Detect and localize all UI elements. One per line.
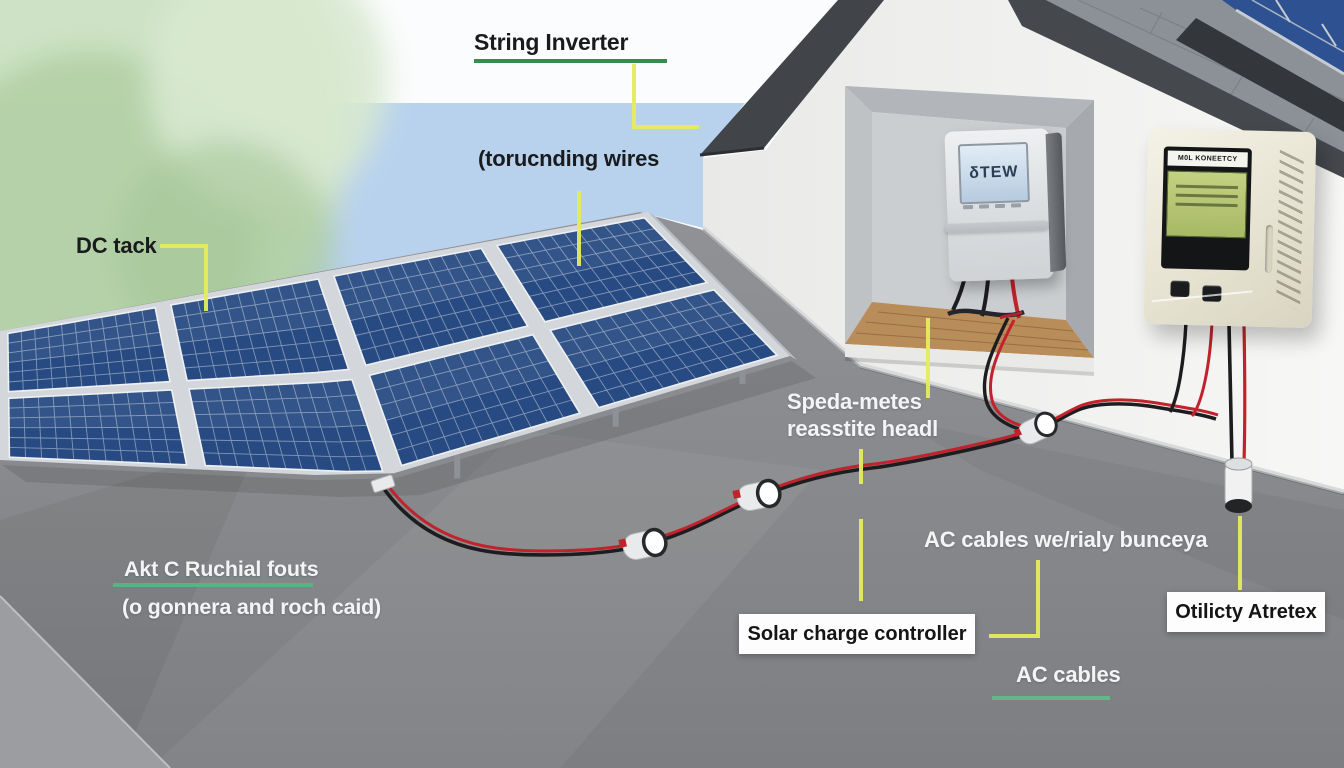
leader-lines [160,64,1242,638]
controller-slot-indicator [1264,224,1274,274]
cable-connector-1 [618,527,668,560]
leader-ac-run [989,560,1040,638]
wooden-shelf [845,302,1094,358]
controller-lcd-screen [1165,170,1248,239]
alcove-left-wall [845,86,872,344]
controller-brand-label: M0L KONEETCY [1167,150,1248,168]
dc-cable-red [384,398,1219,553]
label-utility-meter: Otilicty Atretex [1167,592,1325,632]
label-meter-note: Speda-metes reasstite headl [787,388,938,442]
label-ac-run-note: AC cables we/rialy bunceya [924,527,1208,552]
dc-cable-run [380,398,1219,557]
label-dc-tack: DC tack [76,233,157,258]
sill-shadow [845,357,1094,376]
junction-bracket [370,474,396,493]
solar-array [0,212,816,497]
alcove-right-wall [1066,100,1094,358]
shelf-drop-cables [982,317,1031,433]
rooftop-panel-frame [1235,0,1344,76]
controller-wires [1168,321,1247,464]
cable-connector-3 [1013,411,1058,445]
ground-shade-right [900,420,1344,620]
leader-string-inverter [632,64,699,129]
corner-ledge-edge [0,595,171,768]
label-array-note-line2: (o gonnera and roch caid) [122,595,381,619]
cable-connector-2 [732,478,782,511]
label-meter-note-line1: Speda-metes [787,389,922,414]
roof-eave-edge [699,146,765,157]
wall-baseboard [701,226,1344,495]
alcove-ceiling [845,86,1094,128]
dc-cable-black [380,402,1217,557]
meter-lip [944,220,1049,233]
controller-vents [1276,149,1304,312]
shelf-planks [855,311,1089,351]
wall-base-shadow [702,229,1344,496]
leader-dc-tack [160,244,208,311]
controller-display-panel: M0L KONEETCY [1160,146,1252,271]
ground-highlight [150,430,820,768]
label-grounding-wires: (torucnding wires [478,146,660,171]
label-array-note-line1: Akt C Ruchial fouts [124,557,319,581]
charge-controller-device: M0L KONEETCY [1143,127,1317,329]
label-meter-note-line2: reasstite headl [787,416,939,441]
label-ac-cables: AC cables [1016,662,1121,687]
meter-screen-text: δTEW [968,163,1019,183]
cable-connector-4 [1224,457,1253,513]
inverter-meter-device: δTEW [944,128,1067,282]
meter-buttons [962,203,1027,210]
shelf-sill [845,344,1094,372]
label-solar-charge-controller: Solar charge controller [739,614,975,654]
roof-ridge-band [1176,18,1344,132]
roof-edge-left [700,0,884,155]
label-string-inverter: String Inverter [474,29,629,55]
meter-screen: δTEW [957,141,1030,205]
